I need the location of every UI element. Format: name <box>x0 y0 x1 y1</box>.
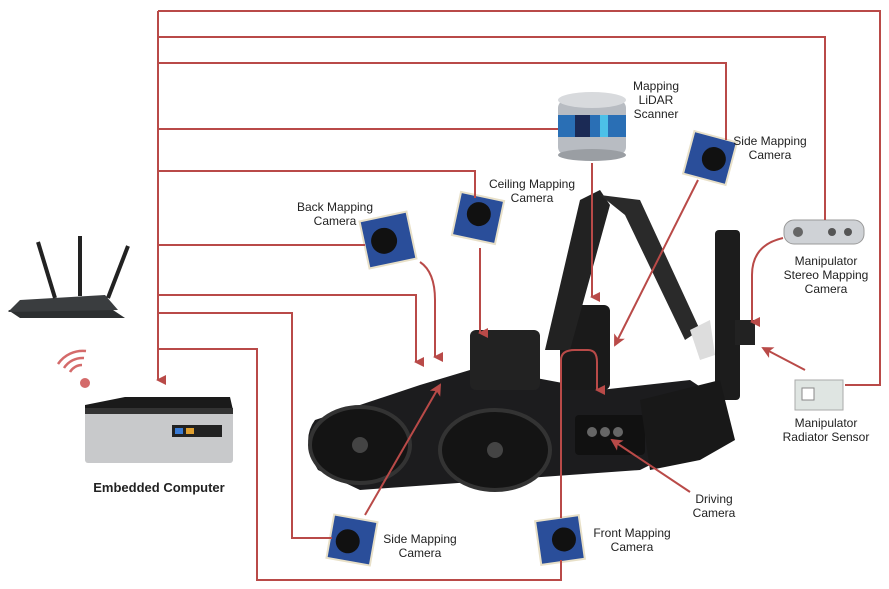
wire-radiator <box>158 10 881 386</box>
robot <box>308 190 755 492</box>
stereo-camera-icon <box>783 219 865 245</box>
ceiling-camera-label: Ceiling Mapping Camera <box>488 177 576 205</box>
wire-side-top <box>158 62 727 140</box>
driving-camera-label: Driving Camera <box>692 492 736 520</box>
wire-robot-back <box>158 294 424 367</box>
wire-stereo <box>158 36 826 220</box>
arrow-side-bottom-cam <box>364 383 441 516</box>
side-camera-bottom-label: Side Mapping Camera <box>383 532 457 560</box>
arrow-back-cam <box>419 261 443 362</box>
wire-side-bottom <box>158 312 332 539</box>
wifi-signal-icon <box>56 349 90 388</box>
lidar-scanner-icon <box>558 92 626 161</box>
back-camera-label: Back Mapping Camera <box>296 200 374 228</box>
camera-icon-side-bottom <box>325 513 379 567</box>
mini-pc-icon <box>85 397 233 463</box>
radiation-sensor-icon <box>794 379 844 411</box>
wifi-router-icon <box>8 236 130 318</box>
arrow-front-cam <box>560 349 605 518</box>
front-camera-label: Front Mapping Camera <box>593 526 671 554</box>
embedded-computer-label: Embedded Computer <box>93 480 225 495</box>
arrow-driving-cam <box>610 438 691 493</box>
wire-front <box>158 348 562 581</box>
camera-icon-ceiling <box>450 190 506 246</box>
radiator-sensor-label: Manipulator Radiator Sensor <box>782 416 870 444</box>
camera-icon-back <box>358 210 418 270</box>
arrow-side-top-cam <box>614 179 699 347</box>
camera-icon-side-top <box>681 129 739 187</box>
camera-icon-front <box>534 514 586 566</box>
arrow-radiator <box>761 347 806 371</box>
lidar-label: Mapping LiDAR Scanner <box>632 79 680 121</box>
wire-ceiling <box>158 170 476 198</box>
stereo-camera-label: Manipulator Stereo Mapping Camera <box>783 254 869 296</box>
wires <box>156 10 881 581</box>
arrow-stereo-cam <box>750 237 784 327</box>
side-camera-top-label: Side Mapping Camera <box>733 134 807 162</box>
